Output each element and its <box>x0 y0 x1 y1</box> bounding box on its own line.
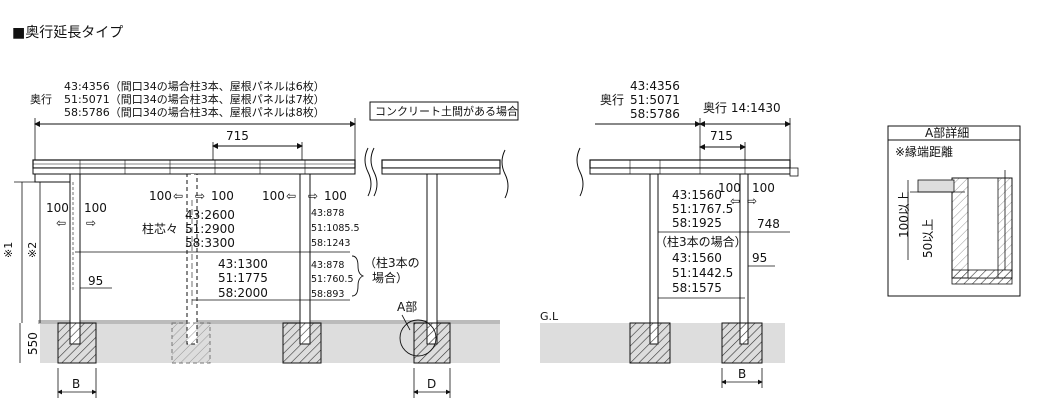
mid-line-3: 58:2000 <box>218 286 268 300</box>
foundation-4 <box>413 322 451 364</box>
side-lines-a-1: 43:1560 <box>672 188 722 202</box>
dim-100-r3: 100 <box>84 201 107 215</box>
side-ext-label: 奥行 14:1430 <box>703 101 781 115</box>
side-three-post: （柱3本の場合） <box>655 234 747 249</box>
dim-100-r2: 100 <box>324 189 347 203</box>
side-dim-748: 748 <box>757 217 780 231</box>
svg-text:⇨: ⇨ <box>86 216 96 230</box>
svg-text:⇨: ⇨ <box>308 189 318 203</box>
mid-right-line-2: 51:760.5 <box>311 274 354 285</box>
depth-line-3: 58:5786（間口34の場合柱3本、屋根パネルは8枚） <box>64 105 325 119</box>
side-lines-b-2: 51:1442.5 <box>672 266 733 280</box>
mark-2: ※2 <box>26 242 39 258</box>
side-depth-prefix: 奥行 <box>600 93 624 107</box>
side-lines-a-2: 51:1767.5 <box>672 202 733 216</box>
base-95: 95 <box>88 274 103 288</box>
right-line-3: 58:1243 <box>311 238 350 249</box>
right-line-1: 43:878 <box>311 208 344 219</box>
foundation-3 <box>282 322 322 364</box>
side-dim-100-r: 100 <box>752 181 775 195</box>
side-depth-line-1: 43:4356 <box>630 79 680 93</box>
mid-right-line-1: 43:878 <box>311 260 344 271</box>
pitch-line-2: 51:2900 <box>185 222 235 236</box>
concrete-note-box <box>369 101 519 121</box>
side-overhang-715: 715 <box>710 129 733 143</box>
side-lines-b-3: 58:1575 <box>672 281 722 295</box>
dim-100-l1: 100 <box>149 189 172 203</box>
side-roof-beam <box>589 159 791 169</box>
side-lines-a-3: 58:1925 <box>672 216 722 230</box>
dim-100-l2: 100 <box>262 189 285 203</box>
side-label-B: B <box>738 367 746 381</box>
depth-line-2: 51:5071（間口34の場合柱3本、屋根パネルは7枚） <box>64 92 325 106</box>
detail-title: A部詳細 <box>925 125 969 140</box>
min-50: 50以上 <box>921 219 935 258</box>
page-title: ■奥行延長タイプ <box>12 25 124 41</box>
mid-line-2: 51:1775 <box>218 271 268 285</box>
post-left <box>69 173 81 345</box>
gl-label: G.L <box>540 310 559 323</box>
side-dim-100-l: 100 <box>718 181 741 195</box>
mid-line-1: 43:1300 <box>218 257 268 271</box>
svg-text:⇦: ⇦ <box>730 194 740 208</box>
foundation-2 <box>171 322 211 364</box>
pitch-line-1: 43:2600 <box>185 208 235 222</box>
post-end <box>426 173 438 345</box>
foundation-1 <box>57 322 97 364</box>
svg-text:⇦: ⇦ <box>173 189 183 203</box>
edge-note: ※縁端距離 <box>895 144 953 159</box>
right-line-2: 51:1085.5 <box>311 223 360 234</box>
side-depth-line-3: 58:5786 <box>630 107 680 121</box>
svg-text:⇦: ⇦ <box>56 216 66 230</box>
pitch-line-3: 58:3300 <box>185 236 235 250</box>
label-D: D <box>427 377 436 391</box>
side-lines-b-1: 43:1560 <box>672 251 722 265</box>
dim-100-r1: 100 <box>211 189 234 203</box>
depth-line-1: 43:4356（間口34の場合柱3本、屋根パネルは6枚） <box>64 79 325 93</box>
min-100: 100以上 <box>897 191 911 238</box>
three-post-note-1: （柱3本の <box>364 255 420 270</box>
three-post-note-2: 場合） <box>372 270 408 285</box>
ground-depth-550: 550 <box>26 332 40 355</box>
overhang-715: 715 <box>226 129 249 143</box>
side-base-95: 95 <box>752 251 767 265</box>
part-A-label: A部 <box>397 299 417 314</box>
svg-text:⇨: ⇨ <box>747 194 757 208</box>
part-A-circle <box>399 319 437 357</box>
side-depth-line-2: 51:5071 <box>630 93 680 107</box>
dim-100-l3: 100 <box>46 201 69 215</box>
pitch-label: 柱芯々 <box>142 221 178 236</box>
concrete-note: コンクリート土間がある場合 <box>375 104 518 118</box>
svg-text:⇦: ⇦ <box>286 189 296 203</box>
label-B-left: B <box>72 377 80 391</box>
svg-text:⇨: ⇨ <box>195 189 205 203</box>
side-post-1 <box>649 173 659 345</box>
mid-right-line-3: 58:893 <box>311 289 344 300</box>
mark-1: ※1 <box>2 242 15 258</box>
depth-prefix: 奥行 <box>30 92 52 106</box>
